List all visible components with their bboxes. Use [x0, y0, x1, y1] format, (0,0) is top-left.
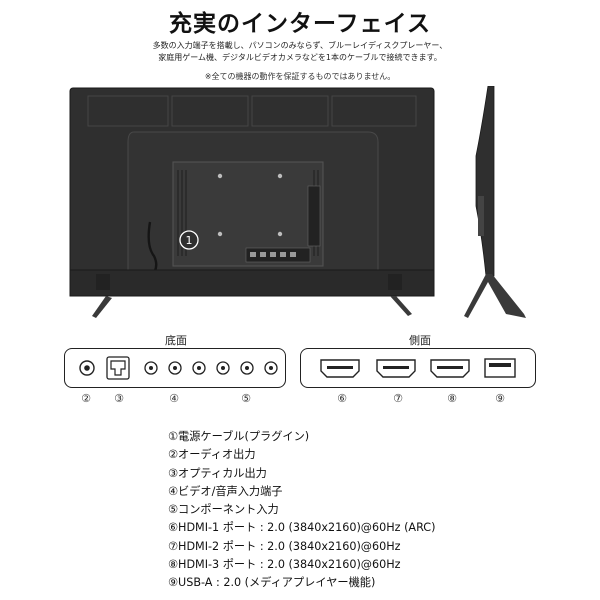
spec-item-optical-out: ③オプティカル出力 [168, 466, 267, 480]
component-input-port-icon-2 [240, 361, 254, 375]
port-number-6: ⑥ [337, 392, 347, 405]
component-input-port-icon-3 [264, 361, 278, 375]
disclaimer-note: ※全ての機器の動作を保証するものではありません。 [204, 72, 396, 81]
hdmi-1-port-icon [320, 359, 360, 378]
port-number-7: ⑦ [393, 392, 403, 405]
callout-number: 1 [186, 234, 193, 247]
port-number-2: ② [81, 392, 91, 405]
tv-foot-right [390, 296, 412, 316]
page-title: 充実のインターフェイス [169, 11, 431, 37]
callout-circle [179, 230, 199, 250]
spec-item-usb-a: ⑨USB-A : 2.0 (メディアプレイヤー機能) [168, 576, 376, 590]
spec-item-component-input: ⑤コンポーネント入力 [168, 503, 279, 517]
tv-bottom-ports [245, 247, 311, 263]
description-line-2: 家庭用ゲーム機、デジタルビデオカメラなどを1本のケーブルで接続できます。 [158, 53, 442, 62]
spec-item-hdmi-2: ⑦HDMI-2 ポート : 2.0 (3840x2160)@60Hz [168, 539, 401, 553]
av-input-port-icon-1 [144, 361, 158, 375]
tv-side-stand [464, 274, 526, 318]
port-number-4: ④ [169, 392, 179, 405]
tv-side-profile [475, 86, 495, 277]
description: 多数の入力端子を搭載し、パソコンのみならず、ブルーレイディスクプレーヤー、 家庭… [0, 40, 600, 64]
description-line-1: 多数の入力端子を搭載し、パソコンのみならず、ブルーレイディスクプレーヤー、 [152, 41, 448, 50]
side-port-panel [300, 348, 536, 388]
spec-item-hdmi-3: ⑧HDMI-3 ポート : 2.0 (3840x2160)@60Hz [168, 558, 401, 572]
hdmi-3-port-icon [430, 359, 470, 378]
usb-a-port-icon [484, 358, 516, 378]
component-input-port-icon-1 [216, 361, 230, 375]
spec-item-av-input: ④ビデオ/音声入力端子 [168, 484, 283, 498]
spec-item-hdmi-1: ⑥HDMI-1 ポート : 2.0 (3840x2160)@60Hz (ARC) [168, 521, 436, 535]
spec-item-power-cable: ①電源ケーブル(プラグイン) [168, 430, 310, 443]
audio-out-port-icon [79, 360, 95, 376]
port-number-3: ③ [114, 392, 124, 405]
spec-list: ①電源ケーブル(プラグイン) ②オーディオ出力 ③オプティカル出力 ④ビデオ/音… [168, 428, 435, 593]
port-number-9: ⑨ [495, 392, 505, 405]
port-number-8: ⑧ [447, 392, 457, 405]
tv-rear-view: 1 [69, 87, 435, 318]
bottom-section-label: 底面 [165, 334, 187, 347]
vesa-mount-holes [217, 173, 283, 237]
tv-side-ports [307, 185, 321, 247]
side-ports-svg [320, 358, 516, 378]
tv-back-ribs [87, 95, 417, 127]
hdmi-2-port-icon [376, 359, 416, 378]
port-number-5: ⑤ [241, 392, 251, 405]
optical-out-port-icon [106, 356, 130, 380]
av-input-port-icon-3 [192, 361, 206, 375]
bottom-port-panel [64, 348, 286, 388]
tv-side-view [464, 86, 526, 318]
av-input-port-icon-2 [168, 361, 182, 375]
bottom-ports-svg [79, 356, 278, 380]
side-section-label: 側面 [409, 334, 431, 347]
spec-item-audio-out: ②オーディオ出力 [168, 448, 256, 462]
tv-foot-left [92, 296, 112, 318]
